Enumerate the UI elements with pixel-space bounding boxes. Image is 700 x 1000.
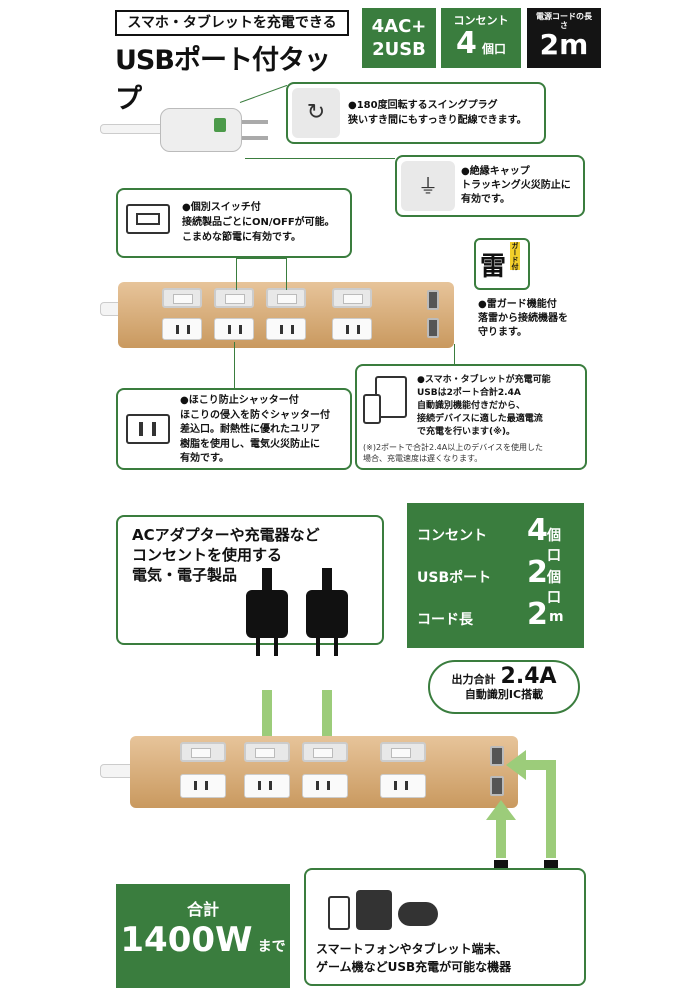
usb-port-2[interactable] [427, 318, 439, 338]
spec-usb-unit: 個口 [547, 570, 561, 606]
feature-individual-switch: ●個別スイッチ付 接続製品ごとにON/OFFが可能。 こまめな節電に有効です。 [116, 188, 352, 258]
ac-plug-1 [244, 568, 290, 656]
switch-b4[interactable] [380, 742, 426, 762]
badge-cord-label: 電源コードの長さ [536, 12, 592, 30]
feature-dust-shutter: ●ほこり防止シャッター付 ほこりの侵入を防ぐシャッター付 差込口。耐熱性に優れた… [116, 388, 352, 470]
spec-row-cord: コード長 2 m [417, 597, 574, 639]
output-value: 2.4A [500, 664, 557, 689]
lightning-guard-icon: 雷 ガード付 [474, 238, 530, 290]
arrow-up-1 [496, 818, 506, 858]
tablet-icon [356, 890, 392, 930]
badge-cord-length: 電源コードの長さ 2m [527, 8, 601, 68]
plug-body [160, 108, 242, 152]
spec-usb-value: 2 [527, 555, 548, 590]
feature-insulated-cap: ⏚ ●絶縁キャップ トラッキング火災防止に 有効です。 [395, 155, 585, 217]
badge-outlets-unit: 個口 [481, 42, 506, 56]
phone-icon [328, 896, 350, 930]
feature-swing-plug-text: ●180度回転するスイングプラグ 狭いすき間にもすっきり配線できます。 [348, 100, 527, 126]
tablet-phone-icon [363, 376, 409, 436]
feature-insulated-cap-text: ●絶縁キャップ トラッキング火災防止に 有効です。 [461, 166, 571, 205]
badge-outlets-count: 4 [456, 26, 477, 61]
feature-individual-switch-text: ●個別スイッチ付 接続製品ごとにON/OFFが可能。 こまめな節電に有効です。 [182, 202, 335, 243]
total-wattage-value: 1400W [120, 920, 253, 960]
spec-usb-label: USBポート [417, 570, 492, 586]
switch-b2[interactable] [244, 742, 290, 762]
switch-3[interactable] [266, 288, 306, 308]
total-wattage-panel: 合計 1400W まで [116, 884, 290, 988]
feature-usb-charging-note: (※)2ポートで合計2.4A以上のデバイスを使用した 場合、充電速度は遅くなりま… [363, 443, 543, 463]
arrow-down-2 [322, 690, 332, 750]
spec-cord-label: コード長 [417, 612, 473, 628]
spec-outlets-label: コンセント [417, 528, 487, 544]
arrow-up-2-vertical [546, 760, 556, 858]
lightning-guard-icon-side: ガード付 [510, 242, 520, 270]
header-subtitle: スマホ・タブレットを充電できる [127, 15, 337, 31]
badge-cord-value: 2m [539, 28, 589, 61]
feature-usb-charging-text: ●スマホ・タブレットが充電可能 USBは2ポート合計2.4A 自動識別機能付きだ… [417, 375, 551, 437]
specs-panel: コンセント 4 個口 USBポート 2 個口 コード長 2 m [407, 503, 584, 648]
outlet-b2[interactable] [244, 774, 290, 798]
outlet-b4[interactable] [380, 774, 426, 798]
outlet-2[interactable] [214, 318, 254, 340]
badge-4ac-2usb: 4AC+ 2USB [362, 8, 436, 68]
badge-outlets: コンセント 4 個口 [441, 8, 521, 68]
switch-b3[interactable] [302, 742, 348, 762]
gamepad-icon [398, 902, 438, 926]
usb-port-b2[interactable] [490, 776, 504, 796]
usb-devices-text: スマートフォンやタブレット端末、 ゲーム機などUSB充電が可能な機器 [316, 942, 512, 974]
ac-products-text: ACアダプターや充電器など コンセントを使用する 電気・電子製品 [132, 526, 320, 584]
outlet-b3[interactable] [302, 774, 348, 798]
output-badge: 出力合計 2.4A 自動識別IC搭載 [428, 660, 580, 714]
spec-cord-value: 2 [527, 597, 548, 632]
feature-swing-plug: ↻ ●180度回転するスイングプラグ 狭いすき間にもすっきり配線できます。 [286, 82, 546, 144]
usb-port-1[interactable] [427, 290, 439, 310]
ac-plug-2 [304, 568, 350, 656]
switch-1[interactable] [162, 288, 202, 308]
total-wattage-unit: まで [257, 939, 286, 955]
outlet-icon [126, 414, 170, 444]
switch-2[interactable] [214, 288, 254, 308]
arrow-up-2-horizontal [522, 760, 556, 770]
spec-row-usb: USBポート 2 個口 [417, 555, 574, 606]
switch-b1[interactable] [180, 742, 226, 762]
arrow-up-2-head [506, 750, 526, 780]
total-wattage-top: 合計 [186, 900, 219, 919]
insulated-cap-icon: ⏚ [401, 161, 455, 211]
usb-port-b1[interactable] [490, 746, 504, 766]
outlet-3[interactable] [266, 318, 306, 340]
header-subtitle-box: スマホ・タブレットを充電できる [115, 10, 349, 36]
feature-dust-shutter-text: ●ほこり防止シャッター付 ほこりの侵入を防ぐシャッター付 差込口。耐熱性に優れた… [180, 395, 330, 464]
spec-row-outlets: コンセント 4 個口 [417, 513, 574, 564]
feature-usb-charging: ●スマホ・タブレットが充電可能 USBは2ポート合計2.4A 自動識別機能付きだ… [355, 364, 587, 470]
switch-4[interactable] [332, 288, 372, 308]
arrow-down-1 [262, 690, 272, 750]
outlet-4[interactable] [332, 318, 372, 340]
header-title: USBポート付タップ [115, 45, 331, 115]
switch-icon [126, 204, 170, 234]
swing-plug-icon: ↻ [292, 88, 340, 138]
output-sub: 自動識別IC搭載 [464, 688, 544, 701]
lightning-guard-icon-text: 雷 [480, 252, 507, 282]
usb-devices-box: スマートフォンやタブレット端末、 ゲーム機などUSB充電が可能な機器 [304, 868, 586, 986]
plug-switch-indicator [214, 118, 226, 132]
outlet-b1[interactable] [180, 774, 226, 798]
plug-prong-2 [242, 136, 268, 140]
badge-outlets-label: コンセント [453, 14, 509, 27]
output-prefix: 出力合計 [451, 673, 496, 686]
spec-outlets-unit: 個口 [547, 528, 561, 564]
badge-4ac-2usb-text: 4AC+ 2USB [371, 16, 427, 60]
spec-cord-unit: m [549, 609, 564, 625]
outlet-1[interactable] [162, 318, 202, 340]
arrow-up-1-head [486, 800, 516, 820]
feature-lightning-guard-text: ●雷ガード機能付 落雷から接続機器を 守ります。 [478, 299, 568, 338]
plug-prong-1 [242, 120, 268, 124]
spec-outlets-value: 4 [527, 513, 548, 548]
